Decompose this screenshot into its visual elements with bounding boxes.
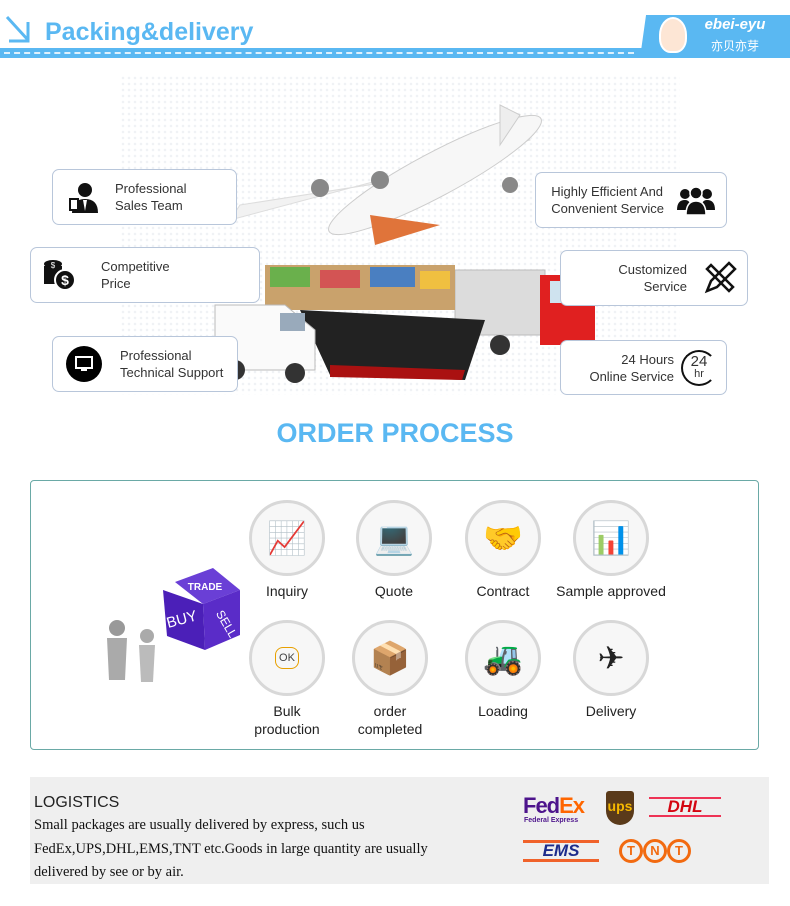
ok-production-icon: OK [249,620,325,696]
icon-text: hr [694,367,704,380]
logistics-line: FedEx,UPS,DHL,EMS,TNT etc.Goods in large… [34,840,428,857]
step-label: production [254,721,320,737]
step-sample-approved: 📊 Sample approved [551,500,671,600]
step-quote: 💻 Quote [339,500,449,600]
header-dashed-line [4,52,634,54]
monitor-icon [66,346,102,382]
icon-text: 24 [690,352,708,370]
ok-badge: OK [275,647,299,669]
step-label: Inquiry [265,583,309,599]
cube-trade-text: TRADE [188,582,223,593]
fedex-subtitle: Federal Express [524,817,579,824]
brand-baby-logo [659,17,687,53]
arrow-down-right-icon [5,15,30,43]
ups-logo: ups [606,791,634,825]
logistics-line: Small packages are usually delivered by … [34,817,365,833]
cube: TRADE BUY SELL [163,568,240,650]
logistics-heading: LOGISTICS [34,794,120,811]
people-figures [107,620,155,682]
brand-name-cn: 亦贝亦芽 [710,39,759,53]
transport-illustration [214,104,595,383]
section-title: Packing&delivery [45,18,254,46]
feature-label: Competitive [101,259,170,274]
feature-label: Convenient Service [551,201,664,216]
pen-ruler-icon [703,261,737,295]
tnt-letter: T [619,839,643,863]
step-label: completed [357,721,423,737]
feature-label: 24 Hours [621,351,674,367]
tnt-logo: T N T [619,839,691,863]
fedex-text: Ex [559,793,585,818]
feature-label: Service [643,279,687,294]
step-delivery: ✈ Delivery [556,620,666,720]
step-label: Quote [374,583,414,599]
step-label: Contract [476,583,530,599]
feature-label: Online Service [589,368,674,384]
sample-chart-icon: 📊 [573,500,649,576]
feature-label: Technical Support [120,365,224,380]
logistics-text: Small packages are usually delivered by … [34,814,454,885]
fedex-logo: FedEx [523,793,585,819]
step-label: order [373,703,407,719]
trade-cube-illustration: TRADE BUY SELL [107,568,240,682]
step-label: Sample approved [556,583,666,599]
salesman-icon [67,180,101,214]
airplane-image [228,104,542,245]
fedex-text: Fed [523,793,560,818]
feature-label: Highly Efficient And [551,184,664,199]
step-contract: 🤝 Contract [448,500,558,600]
feature-label: Professional [115,181,187,196]
brand-name: ebei-eyu [704,16,766,33]
feature-label: Customized [618,262,687,277]
step-bulk-production: OK Bulk production [232,620,342,738]
feature-label: Price [101,276,131,291]
package-delivery-icon: 📦 [352,620,428,696]
cargo-ship-image [265,265,485,380]
feature-label: Sales Team [115,198,183,213]
dhl-logo: DHL [649,797,721,817]
logistics-panel [30,777,769,884]
step-label: Loading [478,703,528,719]
step-label: Delivery [585,703,637,719]
forklift-icon: 🚜 [465,620,541,696]
step-inquiry: 📈 Inquiry [232,500,342,600]
step-order-completed: 📦 order completed [335,620,445,738]
svg-text:$: $ [51,261,56,270]
airplane-icon: ✈ [573,620,649,696]
svg-text:$: $ [61,272,69,288]
group-icon [676,183,716,217]
order-process-title: ORDER PROCESS [276,418,514,448]
step-loading: 🚜 Loading [448,620,558,720]
step-label: Bulk [273,703,301,719]
order-process-panel [30,480,759,750]
quote-laptop-icon: 💻 [356,500,432,576]
handshake-icon: 🤝 [465,500,541,576]
ems-logo: EMS [523,840,599,862]
tnt-letter: N [643,839,667,863]
tnt-letter: T [667,839,691,863]
logistics-line: delivered by see or by air. [34,864,184,880]
inquiry-icon: 📈 [249,500,325,576]
feature-label: Professional [120,348,192,363]
coins-dollar-icon: $$ [41,258,75,292]
